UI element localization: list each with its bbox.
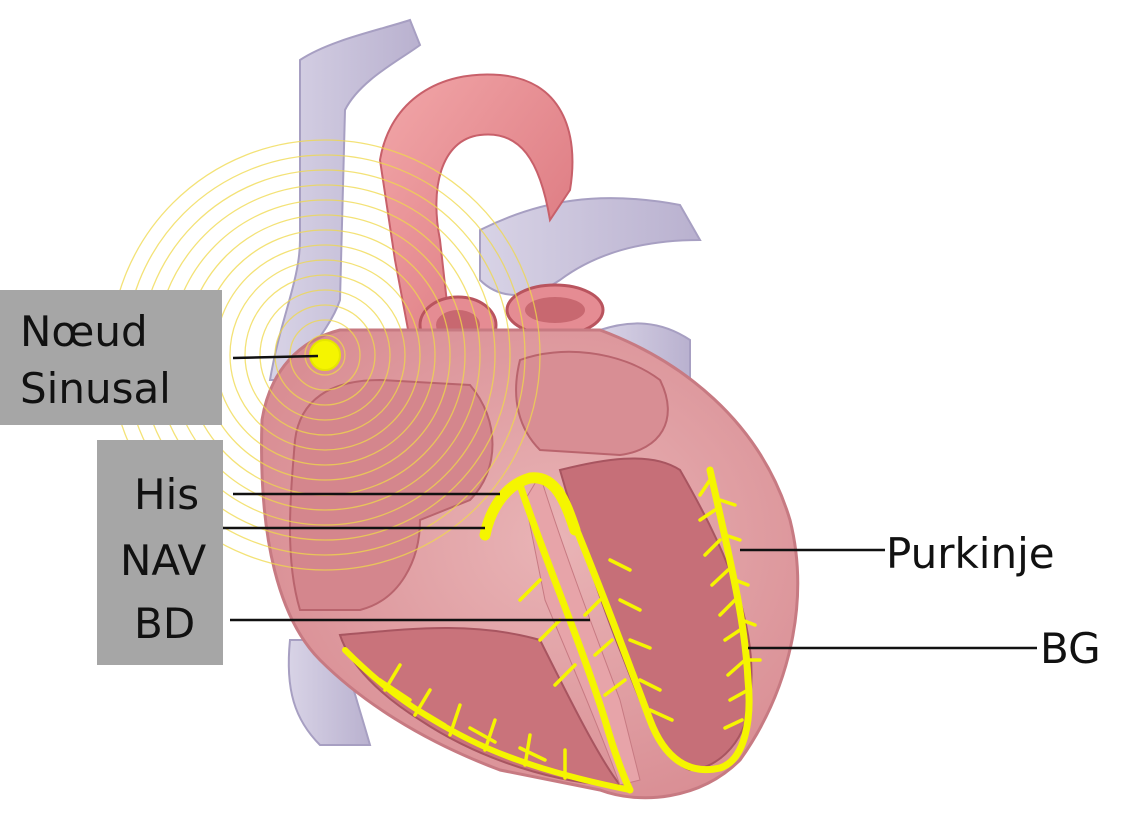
label-purkinje: Purkinje: [886, 533, 1055, 575]
label-sinusal: Sinusal: [20, 368, 171, 410]
label-bd: BD: [134, 603, 195, 645]
label-noeud: Nœud: [20, 311, 148, 353]
label-nav: NAV: [120, 540, 206, 582]
label-his: His: [134, 474, 199, 516]
label-bg: BG: [1040, 628, 1101, 670]
